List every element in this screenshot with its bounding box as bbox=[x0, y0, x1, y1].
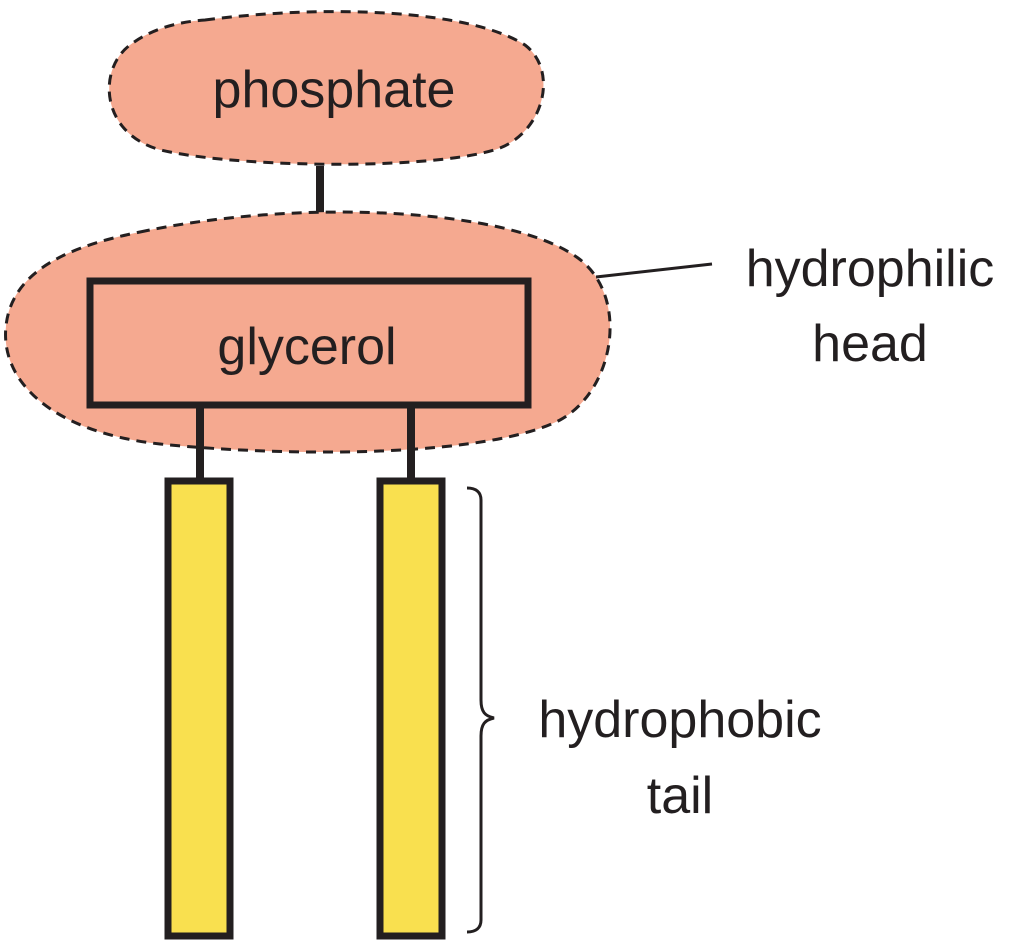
hydrophobic-tail-brace bbox=[466, 486, 495, 934]
hydrophobic-tail-left bbox=[164, 477, 234, 940]
hydrophilic-head-pointer bbox=[595, 262, 713, 279]
hydrophobic-tail-right bbox=[376, 477, 446, 940]
hydrophilic-label-line2: head bbox=[812, 315, 928, 373]
hydrophilic-label-line1: hydrophilic bbox=[746, 240, 995, 298]
glycerol-label: glycerol bbox=[217, 318, 396, 376]
hydrophobic-label-line2: tail bbox=[647, 767, 713, 825]
phosphate-label: phosphate bbox=[213, 61, 456, 119]
glycerol-box bbox=[86, 277, 532, 409]
phosphate-blob bbox=[107, 10, 545, 166]
hydrophobic-label-line1: hydrophobic bbox=[538, 691, 821, 749]
